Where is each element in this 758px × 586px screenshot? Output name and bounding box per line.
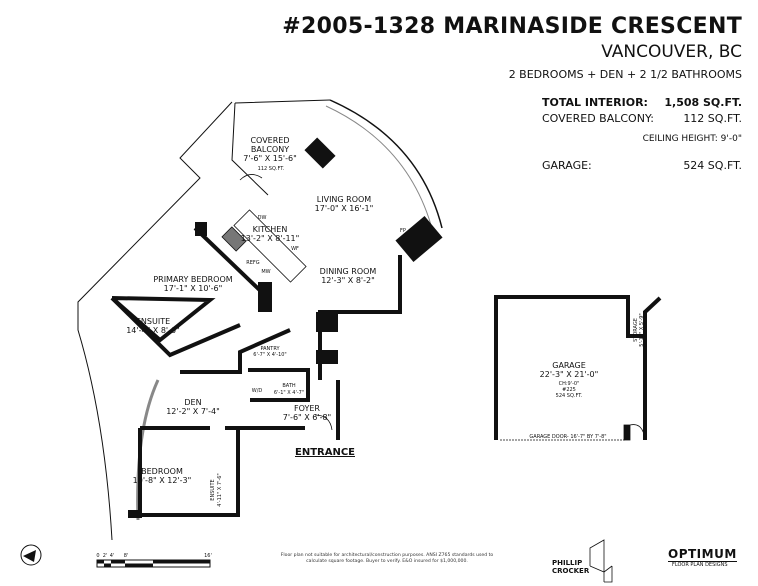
scale-bar: 0 2' 4' 8' 16' bbox=[96, 553, 212, 568]
listing-summary: 2 BEDROOMS + DEN + 2 1/2 BATHROOMS bbox=[508, 68, 742, 81]
scale-tick-4: 4' bbox=[110, 553, 115, 559]
disclaimer: Floor plan not suitable for architectura… bbox=[280, 553, 494, 564]
garage-pier bbox=[623, 424, 631, 441]
foyer-dims: 7'-6" X 6'-8" bbox=[283, 413, 331, 422]
column bbox=[195, 222, 207, 236]
primary-bedroom-label: PRIMARY BEDROOM bbox=[153, 275, 232, 284]
garage-number: #225 bbox=[562, 387, 576, 393]
scale-tick-16: 16' bbox=[204, 553, 212, 559]
dining-label: DINING ROOM bbox=[320, 267, 377, 276]
total-interior-row: TOTAL INTERIOR: 1,508 SQ.FT. bbox=[542, 96, 742, 109]
ensuite-dims: 14'-4" X 8'-0" bbox=[126, 326, 180, 335]
garage-door-label: GARAGE DOOR- 16'-7" BY 7'-8" bbox=[529, 434, 606, 440]
entrance-label: ENTRANCE bbox=[295, 447, 355, 458]
fireplace-label: FP bbox=[400, 228, 406, 234]
scale-tick-2: 2' bbox=[103, 553, 108, 559]
listing-address: #2005-1328 MARINASIDE CRESCENT bbox=[282, 14, 742, 39]
door-swing bbox=[629, 424, 646, 441]
balcony-label-1: COVERED bbox=[250, 136, 289, 145]
wall-bedroom bbox=[138, 428, 240, 517]
kitchen-island bbox=[233, 209, 307, 283]
balcony-label-2: BALCONY bbox=[251, 145, 289, 154]
ensuite2-dims: 4'-11" X 7'-6" bbox=[217, 473, 223, 506]
covered-balcony-row: COVERED BALCONY: 112 SQ.FT. bbox=[542, 112, 742, 125]
column bbox=[128, 510, 142, 518]
optimum-logo: OPTIMUM bbox=[668, 547, 737, 562]
washer-dryer-label: W/D bbox=[252, 388, 263, 394]
wall-dining-right bbox=[318, 255, 402, 380]
wall-bath bbox=[248, 368, 310, 402]
den-label: DEN bbox=[184, 398, 201, 407]
bath-dims: 6'-1" X 4'-7" bbox=[274, 390, 304, 396]
living-dims: 17'-0" X 16'-1" bbox=[315, 204, 374, 213]
column bbox=[316, 312, 338, 332]
dishwasher-label: DW bbox=[258, 215, 267, 221]
scale-tick-8: 8' bbox=[124, 553, 129, 559]
pantry-dims: 6'-7" X 4'-10" bbox=[253, 352, 286, 358]
ceiling-height: CEILING HEIGHT: 9'-0" bbox=[642, 134, 742, 144]
garage-ceiling: CH:9'-0" bbox=[559, 381, 580, 387]
balcony-walls bbox=[231, 99, 331, 196]
pantry-label: PANTRY bbox=[260, 346, 280, 352]
garage-value: 524 SQ.FT. bbox=[683, 159, 742, 172]
storage-dims: 5'-10" X 5'-9" bbox=[639, 313, 645, 346]
garage-row: GARAGE: 524 SQ.FT. bbox=[542, 159, 742, 172]
brand-line-1: PHILLIP bbox=[552, 559, 583, 567]
balcony-dims: 7'-6" X 15'-6" bbox=[243, 154, 297, 163]
wall-den-top bbox=[180, 328, 291, 374]
bedroom-label: BEDROOM bbox=[141, 467, 183, 476]
covered-balcony-value: 112 SQ.FT. bbox=[683, 112, 742, 125]
phillip-crocker-brand: PHILLIP CROCKER bbox=[552, 559, 589, 575]
den-dims: 12'-2" X 7'-4" bbox=[166, 407, 220, 416]
fridge-label: REFG bbox=[246, 260, 260, 266]
ensuite-label: ENSUITE bbox=[136, 317, 170, 326]
column bbox=[316, 350, 338, 364]
column bbox=[258, 282, 272, 312]
exterior-curve bbox=[329, 99, 443, 229]
column bbox=[304, 137, 336, 169]
ensuite2-label: ENSUITE bbox=[210, 479, 216, 500]
garage-walls bbox=[494, 295, 662, 440]
foyer-label: FOYER bbox=[294, 404, 320, 413]
total-interior-label: TOTAL INTERIOR: bbox=[542, 96, 648, 109]
listing-city: VANCOUVER, BC bbox=[601, 42, 742, 62]
total-interior-value: 1,508 SQ.FT. bbox=[664, 96, 742, 109]
storage-label: STORAGE bbox=[633, 318, 639, 342]
fireplace-mass bbox=[395, 216, 443, 262]
wine-fridge-label: WF bbox=[291, 246, 299, 252]
covered-balcony-label: COVERED BALCONY: bbox=[542, 112, 654, 125]
primary-bedroom-dims: 17'-1" X 10'-6" bbox=[164, 284, 223, 293]
scale-tick-0: 0 bbox=[96, 553, 99, 559]
door-swing bbox=[314, 414, 333, 431]
balcony-area: 112 SQ.FT. bbox=[258, 166, 285, 172]
garage-label: GARAGE: bbox=[542, 159, 592, 172]
outer-ledge bbox=[77, 101, 233, 541]
garage-label: GARAGE bbox=[552, 361, 586, 370]
dining-dims: 12'-3" X 8'-2" bbox=[321, 276, 375, 285]
kitchen-dims: 13'-2" X 8'-11" bbox=[241, 234, 300, 243]
optimum-subtitle: FLOOR PLAN DESIGNS bbox=[672, 562, 728, 568]
microwave-label: MW bbox=[261, 269, 270, 275]
bath-label: BATH bbox=[282, 383, 296, 389]
garage-area: 524 SQ.FT. bbox=[556, 393, 583, 399]
phillip-crocker-logo bbox=[589, 539, 613, 583]
door-swing bbox=[239, 174, 263, 181]
garage-dims: 22'-3" X 21'-0" bbox=[540, 370, 599, 379]
range bbox=[221, 226, 247, 252]
exterior-curve-inner bbox=[325, 105, 434, 233]
kitchen-label: KITCHEN bbox=[253, 225, 288, 234]
wall-ensuite bbox=[110, 296, 241, 358]
living-label: LIVING ROOM bbox=[317, 195, 372, 204]
north-arrow-icon bbox=[20, 544, 42, 566]
bedroom-dims: 10'-8" X 12'-3" bbox=[133, 476, 192, 485]
brand-line-2: CROCKER bbox=[552, 567, 590, 575]
